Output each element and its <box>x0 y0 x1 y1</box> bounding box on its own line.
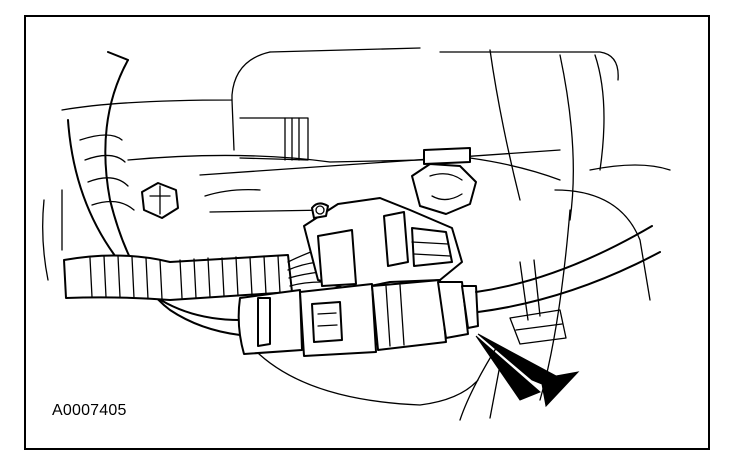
figure-id-label: A0007405 <box>52 402 127 419</box>
corrugated-conduit <box>63 254 293 301</box>
sensor-cable <box>475 225 661 345</box>
lower-electrical-connector <box>237 279 479 357</box>
upper-electrical-connector <box>303 197 463 291</box>
engine-block-outline <box>42 47 671 421</box>
left-mounting-bolt <box>141 182 179 219</box>
callout-arrow-icon <box>475 333 580 408</box>
right-mounting-bolt <box>411 147 477 215</box>
